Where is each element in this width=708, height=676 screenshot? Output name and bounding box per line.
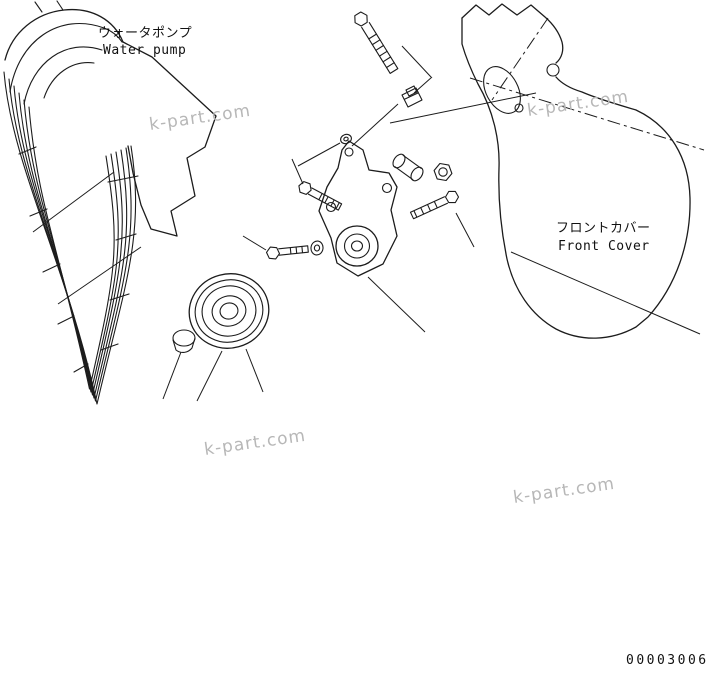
pulley-rim-outer xyxy=(188,273,270,349)
front-cover-label-en: Front Cover xyxy=(558,239,650,254)
leader-line xyxy=(401,45,432,78)
front-cover-bolt-boss xyxy=(546,63,560,77)
spacer-end xyxy=(410,166,424,182)
bolt-head-hex xyxy=(298,181,312,195)
fan-pulley xyxy=(188,273,270,349)
bolt-right xyxy=(409,190,460,220)
center-axis-line xyxy=(491,17,549,101)
bracket-hub-bearing xyxy=(343,233,371,259)
leader-line xyxy=(196,350,223,402)
leader-lines xyxy=(32,45,537,402)
bolt-shaft xyxy=(307,187,343,211)
water-pump xyxy=(4,0,217,237)
watermark: k-part.com xyxy=(203,426,307,460)
bolt-threads xyxy=(413,201,438,218)
bolt-threads xyxy=(318,193,340,210)
bracket-hole xyxy=(325,201,337,213)
spacer-sides xyxy=(394,154,422,181)
fitting-top xyxy=(405,85,418,97)
pulley-bore xyxy=(219,302,239,320)
plug-cap xyxy=(172,329,196,353)
bolt-head-hex xyxy=(444,190,460,204)
doc-number: 00003006 xyxy=(626,653,708,668)
leader-line xyxy=(351,103,399,147)
fitting-facet-line xyxy=(404,92,419,100)
bolt-threads xyxy=(368,33,395,69)
water-pump-body-outline xyxy=(122,41,217,237)
water-pump-label-jp: ウォータポンプ xyxy=(98,26,192,41)
washer-plain xyxy=(310,240,324,256)
water-pump-label-en: Water pump xyxy=(103,43,186,58)
leader-line xyxy=(242,235,267,251)
washer-outer xyxy=(310,240,324,256)
bolt-lower-left xyxy=(265,245,309,260)
water-pump-hub-arc xyxy=(43,62,95,99)
front-cover-label-jp: フロントカバー xyxy=(556,221,651,236)
nut-hex xyxy=(433,162,453,182)
leader-line xyxy=(32,171,115,233)
cap-side xyxy=(172,337,196,353)
nut-bore xyxy=(438,167,448,177)
watermark: k-part.com xyxy=(512,474,616,508)
leader-line xyxy=(162,351,182,400)
leader-line xyxy=(413,76,433,94)
bolt-shaft xyxy=(278,245,309,256)
water-pump-pulley-arcs xyxy=(9,23,123,105)
front-cover xyxy=(461,3,705,339)
front-cover-outline xyxy=(461,17,691,339)
spacer-end xyxy=(392,153,406,169)
bolt-head-hex xyxy=(354,11,368,27)
leader-line xyxy=(291,158,304,185)
bolt-head-hex xyxy=(265,246,281,260)
belt-rib xyxy=(8,78,132,402)
belt-rib xyxy=(3,71,137,405)
front-cover-small-hole xyxy=(514,103,524,113)
flange-bolt-long xyxy=(354,11,399,74)
leader-line xyxy=(389,92,537,124)
belt-hatch-marks xyxy=(18,146,139,373)
front-cover-opening xyxy=(483,66,521,114)
leader-line xyxy=(245,348,264,393)
washer-hole xyxy=(343,136,349,142)
spacer-bushing xyxy=(392,153,424,182)
bolt-upper-left xyxy=(298,181,343,211)
leader-line xyxy=(455,212,475,248)
washer-outer xyxy=(340,133,352,145)
washer-small xyxy=(340,133,352,145)
hex-nut xyxy=(433,162,453,182)
pulley-bracket xyxy=(318,140,398,277)
pulley-groove-ring xyxy=(201,285,257,337)
watermark: k-part.com xyxy=(526,87,630,121)
cap-top xyxy=(172,329,196,347)
leader-line xyxy=(297,142,341,167)
fitting-body xyxy=(401,87,423,108)
bracket-hole xyxy=(344,147,354,157)
leader-line xyxy=(57,246,142,305)
center-axis-line xyxy=(469,77,705,151)
pulley-groove-ring xyxy=(194,279,264,343)
belt-rib xyxy=(13,85,128,399)
bracket-hub-bore xyxy=(350,240,364,252)
belt-rib xyxy=(18,92,123,396)
belt-rib xyxy=(23,99,119,393)
connector-fitting xyxy=(401,85,423,108)
bolt-threads xyxy=(289,246,304,255)
bracket-hole xyxy=(381,182,393,194)
leader-line xyxy=(367,276,426,333)
watermark: k-part.com xyxy=(148,101,252,135)
bracket-hub-boss xyxy=(335,225,379,267)
front-cover-lower-edge-line xyxy=(510,251,701,335)
pulley-hub-ring xyxy=(211,295,247,327)
drive-belt xyxy=(3,71,139,405)
belt-rib xyxy=(28,106,115,390)
bracket-outline xyxy=(318,140,398,277)
water-pump-top-outline xyxy=(4,8,124,61)
water-pump-edge-stubs xyxy=(34,0,64,13)
washer-hole xyxy=(313,244,321,252)
front-cover-top-edge xyxy=(461,3,564,64)
